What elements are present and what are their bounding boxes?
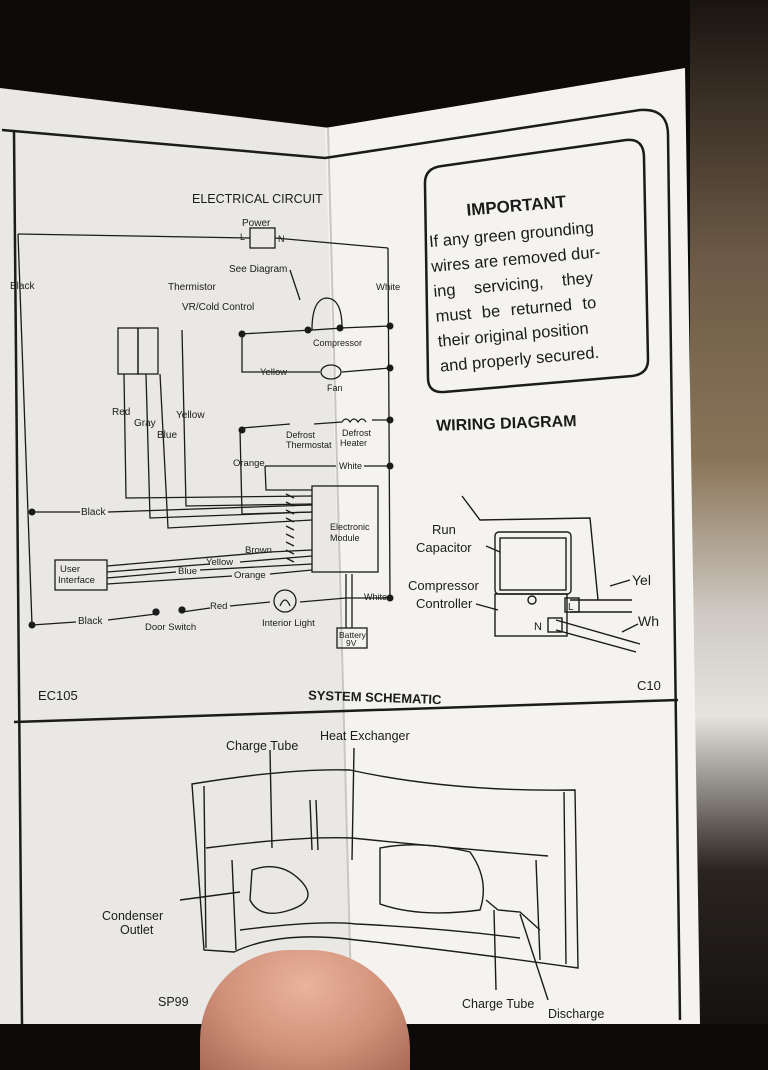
schematic-drawing	[179, 747, 579, 1001]
user-interface-label-1: User	[60, 564, 80, 575]
yellow-fan-label: Yellow	[260, 367, 287, 378]
blue-ui-label: Blue	[178, 566, 197, 577]
black-label-bottom: Black	[78, 616, 103, 627]
wiring-drawing	[461, 495, 641, 653]
orange-label-top: Orange	[233, 458, 265, 469]
fan-label: Fan	[327, 383, 343, 393]
ec105-code: EC105	[38, 688, 78, 703]
power-l-label: L	[240, 232, 245, 242]
yellow-label: Yellow	[176, 410, 205, 421]
yel-label: Yel	[632, 572, 651, 588]
condenser-outlet-label-2: Outlet	[120, 923, 154, 937]
see-diagram-label: See Diagram	[229, 264, 287, 275]
brown-label: Brown	[245, 545, 272, 556]
white-label-mid: White	[339, 461, 362, 471]
black-label-top: Black	[10, 281, 35, 292]
gray-label: Gray	[134, 418, 156, 429]
run-capacitor-label-2: Capacitor	[416, 540, 472, 555]
interior-light-label: Interior Light	[262, 618, 315, 629]
blue-label: Blue	[157, 430, 177, 441]
paper-right	[325, 68, 700, 1024]
defrost-heater-label-1: Defrost	[342, 428, 372, 438]
defrost-heater-label-2: Heater	[340, 438, 367, 448]
condenser-outlet-label-1: Condenser	[102, 909, 163, 923]
manual-sheet: ELECTRICAL CIRCUIT Power L N See Diagram…	[0, 68, 700, 1024]
user-interface-label-2: Interface	[58, 575, 95, 586]
discharge-label: Discharge	[548, 1007, 604, 1021]
vr-cold-control-label: VR/Cold Control	[182, 302, 254, 313]
red-label: Red	[112, 407, 130, 418]
electrical-circuit	[17, 227, 391, 649]
black-label-mid: Black	[81, 507, 106, 518]
schematic-title: SYSTEM SCHEMATIC	[308, 687, 442, 707]
sp99-code: SP99	[158, 995, 189, 1009]
wiring-title: WIRING DIAGRAM	[436, 413, 577, 435]
electronic-module-label-1: Electronic	[330, 522, 370, 532]
battery-label-1: Battery	[339, 630, 367, 640]
compressor-controller-label-1: Compressor	[408, 578, 479, 593]
important-box	[423, 138, 650, 394]
junction-dots	[28, 322, 394, 629]
power-label: Power	[242, 218, 271, 229]
compressor-label: Compressor	[313, 338, 362, 348]
battery-label-2: 9V	[346, 638, 357, 648]
page-border-left	[12, 131, 24, 1024]
wiring-l-label: L	[568, 602, 574, 613]
orange-ui-label: Orange	[234, 570, 266, 581]
electronic-module-label-2: Module	[330, 533, 360, 543]
paper-fold	[327, 127, 353, 1024]
electrical-title: ELECTRICAL CIRCUIT	[192, 192, 323, 206]
background-right	[690, 0, 768, 1024]
charge-tube-top-label: Charge Tube	[226, 739, 298, 753]
run-capacitor-label-1: Run	[432, 522, 456, 537]
red-bottom-label: Red	[210, 601, 227, 612]
compressor-controller-label-2: Controller	[416, 596, 473, 611]
yellow-ui-label: Yellow	[206, 557, 233, 568]
c10-code: C10	[637, 678, 661, 693]
power-n-label: N	[278, 234, 285, 244]
heat-exchanger-label: Heat Exchanger	[320, 729, 410, 743]
white-label-top: White	[376, 282, 400, 293]
white-label-bottom: White	[364, 592, 387, 602]
paper-left	[0, 88, 355, 1024]
wh-label: Wh	[638, 613, 659, 629]
defrost-thermostat-label-1: Defrost	[286, 430, 316, 440]
charge-tube-bottom-label: Charge Tube	[462, 997, 534, 1011]
page-border	[1, 108, 682, 1021]
door-switch-label: Door Switch	[145, 622, 196, 633]
wiring-n-label: N	[534, 621, 542, 633]
thermistor-label: Thermistor	[168, 282, 216, 293]
section-divider	[13, 698, 679, 724]
defrost-thermostat-label-2: Thermostat	[286, 440, 332, 450]
